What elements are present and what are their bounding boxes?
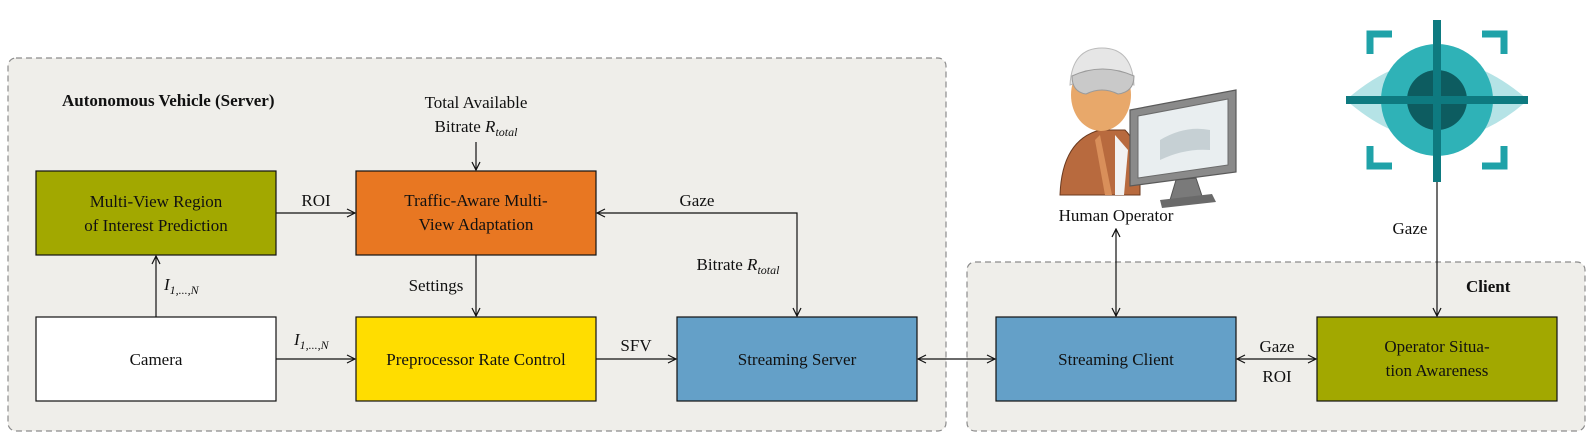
traffic-adaptation-box: Traffic-Aware Multi- View Adaptation bbox=[355, 170, 597, 256]
bitrate-r-subscript: total bbox=[757, 263, 780, 277]
r-subscript: total bbox=[495, 125, 518, 139]
client-region-title: Client bbox=[1466, 277, 1511, 296]
server-region-title: Autonomous Vehicle (Server) bbox=[62, 91, 274, 110]
gaze-eye-label: Gaze bbox=[1393, 219, 1428, 238]
frames-label-horizontal: I1,...,N bbox=[293, 330, 330, 352]
total-bitrate-line1: Total Available bbox=[425, 93, 528, 112]
traffic-adaptation-line2: View Adaptation bbox=[419, 215, 534, 234]
arrow-gaze-bitrate-loop bbox=[597, 213, 797, 316]
bitrate-rtotal-label: Bitrate Rtotal bbox=[697, 255, 781, 277]
total-bitrate-line2: Bitrate Rtotal bbox=[435, 117, 519, 139]
rate-control-box: Preprocessor Rate Control bbox=[355, 316, 597, 402]
gaze-label: Gaze bbox=[680, 191, 715, 210]
roi-prediction-box: Multi-View Region of Interest Prediction bbox=[35, 170, 277, 256]
r-symbol: R bbox=[484, 117, 496, 136]
gaze-client-label: Gaze bbox=[1260, 337, 1295, 356]
frames-symbol-horizontal: I bbox=[293, 330, 301, 349]
bitrate-r-symbol: R bbox=[746, 255, 758, 274]
roi-client-label: ROI bbox=[1262, 367, 1292, 386]
streaming-server-label: Streaming Server bbox=[738, 350, 857, 369]
roi-prediction-line1: Multi-View Region bbox=[90, 192, 223, 211]
situation-awareness-box: Operator Situa- tion Awareness bbox=[1316, 316, 1558, 402]
roi-label: ROI bbox=[301, 191, 331, 210]
camera-label: Camera bbox=[130, 350, 183, 369]
frames-subscript-vertical: 1,...,N bbox=[170, 283, 200, 297]
camera-box: Camera bbox=[35, 316, 277, 402]
settings-label: Settings bbox=[409, 276, 464, 295]
frames-subscript-horizontal: 1,...,N bbox=[300, 338, 330, 352]
streaming-client-label: Streaming Client bbox=[1058, 350, 1174, 369]
roi-prediction-line2: of Interest Prediction bbox=[84, 216, 228, 235]
bitrate-word: Bitrate bbox=[697, 255, 743, 274]
situation-awareness-line2: tion Awareness bbox=[1386, 361, 1489, 380]
total-bitrate-word: Bitrate bbox=[435, 117, 481, 136]
streaming-client-box: Streaming Client bbox=[995, 316, 1237, 402]
eye-tracking-icon bbox=[1346, 20, 1528, 182]
rate-control-label: Preprocessor Rate Control bbox=[386, 350, 566, 369]
human-operator-label: Human Operator bbox=[1059, 206, 1174, 225]
traffic-adaptation-line1: Traffic-Aware Multi- bbox=[404, 191, 548, 210]
situation-awareness-line1: Operator Situa- bbox=[1384, 337, 1490, 356]
sfv-label: SFV bbox=[620, 336, 652, 355]
human-operator-icon bbox=[1059, 47, 1237, 208]
frames-label-vertical: I1,...,N bbox=[163, 275, 200, 297]
streaming-server-box: Streaming Server bbox=[676, 316, 918, 402]
frames-symbol-vertical: I bbox=[163, 275, 171, 294]
